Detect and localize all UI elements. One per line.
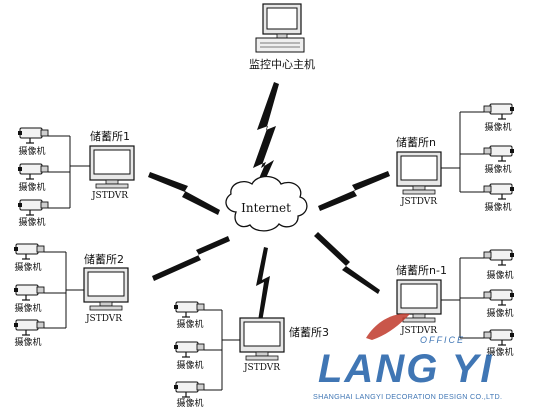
internet-label: Internet xyxy=(241,201,291,215)
camera xyxy=(17,163,49,180)
node-name: 储蓄所3 xyxy=(289,325,329,339)
monitoring-label: 监控中心主机 xyxy=(249,57,315,71)
watermark-brand: LANG YI xyxy=(318,347,494,391)
watermark-tagline: SHANGHAI LANGYI DECORATION DESIGN CO.,LT… xyxy=(313,392,502,401)
camera-label: 摄像机 xyxy=(14,302,41,314)
camera-label: 摄像机 xyxy=(14,336,41,348)
camera-label: 摄像机 xyxy=(18,181,45,193)
node-name: 储蓄所1 xyxy=(90,129,130,143)
lightning-link-node2 xyxy=(152,236,230,281)
camera-wiring xyxy=(441,257,484,339)
node-name: 储蓄所2 xyxy=(84,252,124,266)
camera xyxy=(483,289,515,306)
lightning-link-noden1 xyxy=(314,232,380,294)
monitoring-keyboard-case xyxy=(255,37,305,53)
camera xyxy=(483,103,515,120)
camera-label: 摄像机 xyxy=(484,201,511,213)
camera xyxy=(17,127,49,144)
camera-label: 摄像机 xyxy=(14,261,41,273)
node-branch-n: 储蓄所n JSTDVR 摄像机 摄像机 摄像机 xyxy=(396,103,515,213)
node-branch-2: 储蓄所2 JSTDVR 摄像机 摄像机 摄像机 xyxy=(13,243,129,348)
camera xyxy=(13,243,45,260)
camera xyxy=(17,199,49,216)
monitoring-monitor xyxy=(262,3,302,39)
dvr-monitor xyxy=(89,145,135,189)
camera-wiring xyxy=(44,251,84,329)
camera-wiring xyxy=(204,309,240,391)
camera xyxy=(13,319,45,336)
camera-label: 摄像机 xyxy=(176,397,203,409)
lightning-links xyxy=(148,82,390,322)
node-branch-3: 储蓄所3 JSTDVR 摄像机 摄像机 摄像机 xyxy=(173,301,329,409)
lightning-link-node1 xyxy=(148,172,220,215)
dvr-label: JSTDVR xyxy=(400,197,437,207)
node-name: 储蓄所n xyxy=(396,135,436,149)
camera xyxy=(483,183,515,200)
camera-label: 摄像机 xyxy=(484,121,511,133)
dvr-label: JSTDVR xyxy=(91,191,128,201)
camera xyxy=(173,341,205,358)
camera xyxy=(483,249,515,266)
node-branch-n-1: 储蓄所n-1 JSTDVR 摄像机 摄像机 摄像机 xyxy=(396,249,515,358)
lightning-link-monitoring xyxy=(252,82,279,196)
leaf-icon xyxy=(366,313,410,340)
node-name: 储蓄所n-1 xyxy=(396,263,447,277)
camera xyxy=(483,145,515,162)
dvr-label: JSTDVR xyxy=(243,363,280,373)
camera-label: 摄像机 xyxy=(18,145,45,157)
lightning-link-node3 xyxy=(256,247,270,322)
dvr-monitor xyxy=(83,267,129,311)
monitoring-center: 监控中心主机 xyxy=(249,3,315,71)
camera xyxy=(173,301,205,318)
internet-cloud: Internet xyxy=(225,175,308,232)
watermark-office: OFFICE xyxy=(420,335,465,345)
camera-label: 摄像机 xyxy=(486,269,513,281)
camera xyxy=(13,284,45,301)
watermark-logo: OFFICE LANG YI SHANGHAI LANGYI DECORATIO… xyxy=(313,313,502,401)
camera-label: 摄像机 xyxy=(176,359,203,371)
camera xyxy=(483,329,515,346)
dvr-label: JSTDVR xyxy=(85,314,122,324)
camera-wiring xyxy=(441,111,484,193)
dvr-monitor xyxy=(239,317,285,361)
lightning-link-noden xyxy=(318,171,390,211)
dvr-label: JSTDVR xyxy=(400,326,437,336)
node-branch-1: 储蓄所1 JSTDVR 摄像机 摄像机 摄像机 xyxy=(17,127,135,228)
camera-label: 摄像机 xyxy=(484,163,511,175)
dvr-monitor xyxy=(396,151,442,195)
camera-label: 摄像机 xyxy=(486,346,513,358)
camera-label: 摄像机 xyxy=(486,307,513,319)
camera-label: 摄像机 xyxy=(18,216,45,228)
camera-label: 摄像机 xyxy=(176,318,203,330)
camera xyxy=(173,381,205,398)
camera-wiring xyxy=(48,135,90,209)
